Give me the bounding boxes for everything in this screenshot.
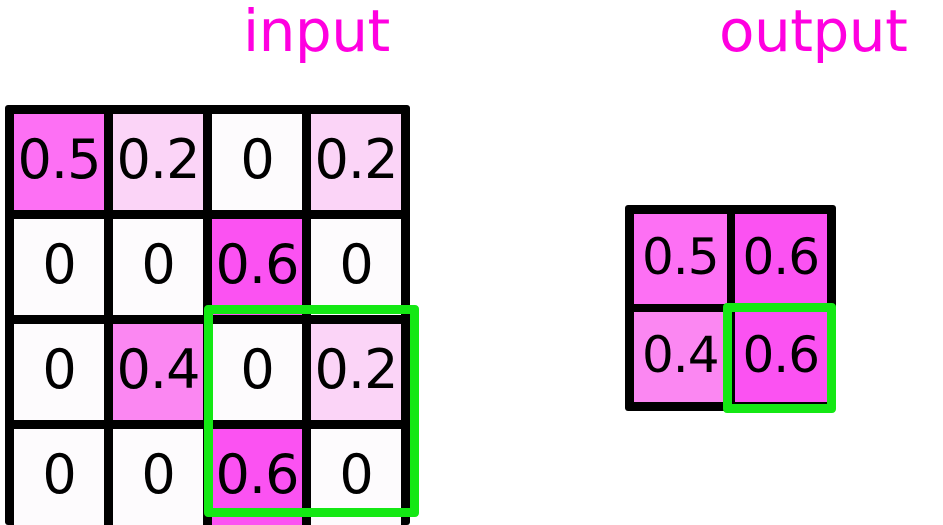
input-matrix-cell: 0 [113, 429, 203, 525]
input-matrix-cell-value: 0 [42, 443, 76, 506]
output-label: output [719, 0, 908, 65]
input-matrix-cell: 0 [14, 429, 104, 525]
input-matrix-cell-value: 0 [42, 233, 76, 296]
input-matrix-cell: 0.6 [212, 429, 302, 525]
input-matrix-cell: 0.2 [311, 324, 401, 420]
input-matrix-cell-value: 0.2 [314, 338, 399, 401]
input-matrix-cell: 0.2 [311, 114, 401, 210]
output-matrix-cell-value: 0.6 [742, 326, 820, 384]
output-matrix-cell-value: 0.4 [641, 326, 720, 384]
input-matrix-cell-value: 0 [339, 443, 373, 506]
input-matrix-cell: 0 [14, 324, 104, 420]
input-matrix-cell-value: 0.2 [116, 128, 201, 191]
input-matrix-cell: 0.5 [14, 114, 104, 210]
input-matrix-cell-value: 0 [141, 233, 175, 296]
input-matrix-cell-value: 0 [42, 338, 76, 401]
input-matrix-cell-value: 0.2 [314, 128, 399, 191]
input-matrix-cell-value: 0 [141, 443, 175, 506]
input-label: input [243, 0, 390, 65]
input-matrix-cell-value: 0 [339, 233, 373, 296]
input-matrix-cell: 0 [212, 114, 302, 210]
input-matrix-cell-value: 0 [240, 128, 274, 191]
input-matrix-cell-value: 0.6 [215, 233, 300, 296]
input-matrix-cell: 0 [113, 219, 203, 315]
output-matrix-cell-value: 0.6 [742, 228, 820, 286]
output-matrix-cell: 0.6 [734, 214, 827, 304]
input-matrix-cell: 0 [14, 219, 104, 315]
output-matrix-cell: 0.4 [634, 312, 727, 402]
input-matrix-cell-value: 0.5 [17, 128, 102, 191]
input-matrix-cell: 0 [311, 429, 401, 525]
input-matrix-cell-value: 0.6 [215, 443, 300, 506]
input-matrix-cell: 0 [311, 219, 401, 315]
output-matrix-cell-value: 0.5 [641, 228, 720, 286]
input-matrix-cell: 0 [212, 324, 302, 420]
input-matrix-cell: 0.6 [212, 219, 302, 315]
input-matrix-cell: 0.4 [113, 324, 203, 420]
input-matrix-cell-value: 0 [240, 338, 274, 401]
output-matrix-cell: 0.6 [734, 312, 827, 402]
input-matrix-cell-value: 0.4 [116, 338, 201, 401]
output-matrix-cell: 0.5 [634, 214, 727, 304]
input-matrix-cell: 0.2 [113, 114, 203, 210]
output-matrix: 0.5 0.6 0.4 0.6 [625, 205, 836, 411]
